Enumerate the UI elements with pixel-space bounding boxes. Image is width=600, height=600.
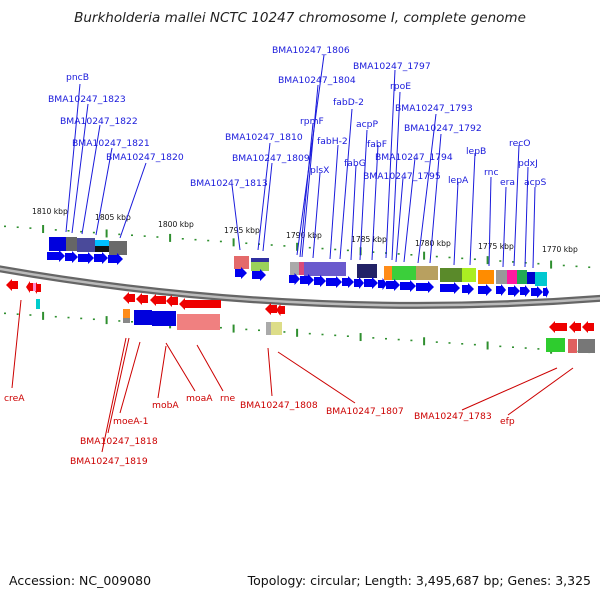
forward-gene-arrow bbox=[386, 279, 400, 291]
forward-gene-arrow bbox=[342, 276, 354, 288]
forward-gene-arrow bbox=[235, 267, 247, 279]
forward-gene-arrow bbox=[496, 284, 506, 296]
forward-gene-arrow bbox=[364, 277, 378, 289]
scale-label-1800: 1800 kbp bbox=[158, 220, 194, 229]
label-rpmF: rpmF bbox=[300, 116, 324, 127]
scale-label-1775: 1775 kbp bbox=[478, 242, 514, 251]
feature-blocks-reverse bbox=[33, 283, 595, 353]
genome-summary-text: Topology: circular; Length: 3,495,687 bp… bbox=[247, 573, 591, 588]
reverse-gene-arrow bbox=[179, 298, 221, 310]
label-BMA10247-1792: BMA10247_1792 bbox=[404, 123, 482, 134]
label-rpoE: rpoE bbox=[390, 81, 411, 92]
scale-label-1795: 1795 kbp bbox=[224, 226, 260, 235]
forward-gene-arrow bbox=[289, 273, 300, 285]
label-fabH-2: fabH-2 bbox=[317, 136, 348, 147]
reverse-gene-arrow bbox=[549, 321, 567, 333]
scale-label-1805: 1805 kbp bbox=[95, 213, 131, 222]
label-BMA10247-1804: BMA10247_1804 bbox=[278, 75, 356, 86]
label-BMA10247-1820: BMA10247_1820 bbox=[106, 152, 184, 163]
forward-gene-arrow bbox=[543, 286, 549, 298]
reverse-gene-arrow bbox=[569, 321, 581, 333]
label-rne: rne bbox=[220, 393, 235, 404]
label-BMA10247-1794: BMA10247_1794 bbox=[375, 152, 453, 163]
label-plsX: plsX bbox=[310, 165, 329, 176]
label-rnc: rnc bbox=[484, 167, 499, 178]
label-BMA10247-1818: BMA10247_1818 bbox=[80, 436, 158, 447]
label-BMA10247-1793: BMA10247_1793 bbox=[395, 103, 473, 114]
forward-gene-arrow bbox=[508, 285, 520, 297]
label-BMA10247-1806: BMA10247_1806 bbox=[272, 45, 350, 56]
label-BMA10247-1807: BMA10247_1807 bbox=[326, 406, 404, 417]
accession-text: Accession: NC_009080 bbox=[9, 573, 152, 588]
forward-gene-arrow bbox=[478, 284, 492, 296]
label-era: era bbox=[500, 177, 515, 188]
label-fabG: fabG bbox=[344, 158, 366, 169]
label-BMA10247-1795: BMA10247_1795 bbox=[363, 171, 441, 182]
label-pncB: pncB bbox=[66, 72, 89, 83]
label-moaA: moaA bbox=[186, 393, 213, 404]
scale-label-1780: 1780 kbp bbox=[415, 239, 451, 248]
label-BMA10247-1797: BMA10247_1797 bbox=[353, 61, 431, 72]
label-lepA: lepA bbox=[448, 175, 469, 186]
label-recO: recO bbox=[509, 138, 531, 149]
label-pdxJ: pdxJ bbox=[518, 158, 538, 169]
reverse-gene-arrow bbox=[582, 321, 594, 333]
reverse-gene-arrow bbox=[150, 294, 166, 306]
label-BMA10247-1813: BMA10247_1813 bbox=[190, 178, 268, 189]
forward-gene-arrow bbox=[47, 250, 65, 262]
label-BMA10247-1809: BMA10247_1809 bbox=[232, 153, 310, 164]
feature-blocks-forward bbox=[49, 237, 547, 286]
forward-gene-arrow bbox=[108, 253, 123, 265]
forward-gene-arrow bbox=[314, 275, 326, 287]
label-BMA10247-1783: BMA10247_1783 bbox=[414, 411, 492, 422]
forward-gene-arrow bbox=[440, 282, 460, 294]
reverse-gene-arrow bbox=[26, 281, 34, 293]
label-fabF: fabF bbox=[367, 139, 387, 150]
label-creA: creA bbox=[4, 393, 25, 404]
top-gene-labels: pncB BMA10247_1823 BMA10247_1822 BMA1024… bbox=[48, 45, 547, 189]
label-acpP: acpP bbox=[356, 119, 379, 130]
forward-gene-arrow bbox=[400, 280, 416, 292]
label-BMA10247-1819: BMA10247_1819 bbox=[70, 456, 148, 467]
forward-gene-arrow bbox=[354, 277, 364, 289]
forward-gene-arrow bbox=[78, 252, 94, 264]
forward-gene-arrow bbox=[416, 281, 434, 293]
label-acpS: acpS bbox=[524, 177, 547, 188]
reverse-gene-arrow bbox=[276, 304, 285, 316]
label-BMA10247-1822: BMA10247_1822 bbox=[60, 116, 138, 127]
forward-gene-arrow bbox=[531, 286, 543, 298]
forward-genes bbox=[47, 250, 549, 298]
scale-label-1770: 1770 kbp bbox=[542, 245, 578, 254]
scale-label-1810: 1810 kbp bbox=[32, 207, 68, 216]
forward-gene-arrow bbox=[378, 278, 387, 290]
scale-label-1785: 1785 kbp bbox=[351, 235, 387, 244]
label-BMA10247-1823: BMA10247_1823 bbox=[48, 94, 126, 105]
label-fabD-2: fabD-2 bbox=[333, 97, 364, 108]
map-title: Burkholderia mallei NCTC 10247 chromosom… bbox=[74, 10, 526, 26]
reverse-gene-arrow bbox=[123, 292, 135, 304]
label-BMA10247-1808: BMA10247_1808 bbox=[240, 400, 318, 411]
forward-gene-arrow bbox=[520, 285, 530, 297]
forward-gene-arrow bbox=[300, 274, 314, 286]
bottom-gene-labels: creA moeA-1 mobA moaA rne BMA10247_1818 … bbox=[4, 393, 515, 467]
reverse-gene-arrow bbox=[6, 279, 18, 291]
label-lepB: lepB bbox=[466, 146, 486, 157]
forward-gene-arrow bbox=[65, 251, 78, 263]
reverse-gene-arrow bbox=[265, 303, 277, 315]
forward-gene-arrow bbox=[94, 252, 108, 264]
top-leader-lines bbox=[65, 54, 536, 269]
bottom-leader-lines bbox=[11, 299, 574, 453]
label-efp: efp bbox=[500, 416, 515, 427]
reverse-gene-arrow bbox=[136, 293, 148, 305]
reverse-gene-arrow bbox=[166, 295, 178, 307]
forward-gene-arrow bbox=[326, 276, 342, 288]
forward-gene-arrow bbox=[252, 269, 266, 281]
forward-gene-arrow bbox=[462, 283, 474, 295]
label-mobA: mobA bbox=[152, 400, 179, 411]
scale-ticks-bottom bbox=[4, 311, 591, 354]
label-moeA-1: moeA-1 bbox=[113, 416, 148, 427]
label-BMA10247-1810: BMA10247_1810 bbox=[225, 132, 303, 143]
label-BMA10247-1821: BMA10247_1821 bbox=[72, 138, 150, 149]
